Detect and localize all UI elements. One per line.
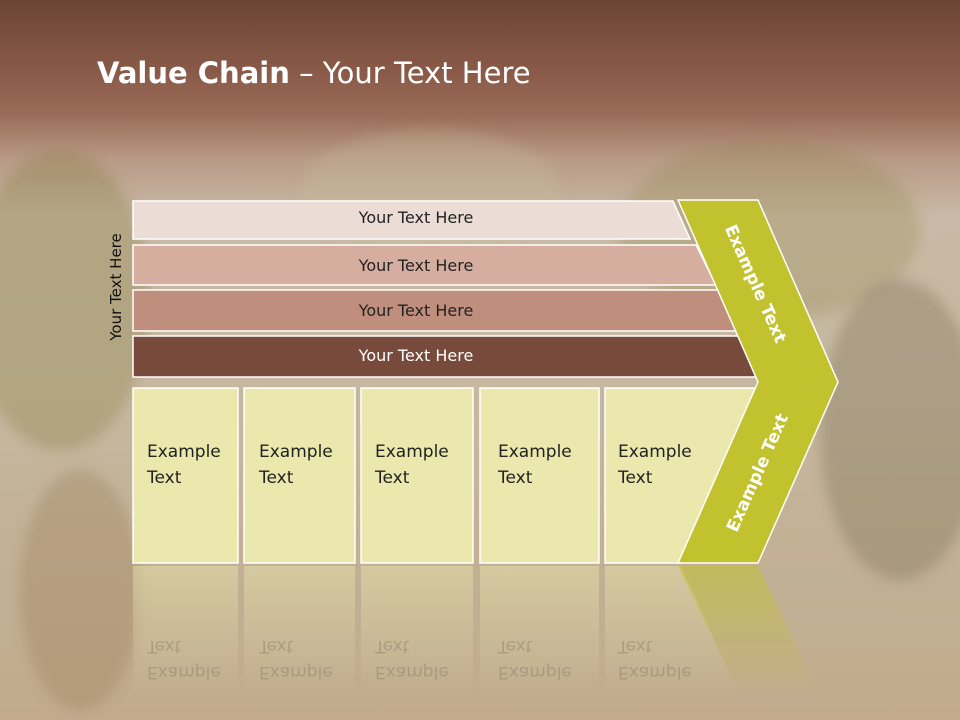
band-4-label: Your Text Here bbox=[358, 346, 474, 365]
box-reflection bbox=[361, 566, 473, 696]
reflection-line1: Example bbox=[375, 662, 449, 682]
reflection-line1: Example bbox=[618, 662, 692, 682]
slide-title: Value Chain – Your Text Here bbox=[97, 56, 531, 90]
box-1-line1: Example bbox=[147, 442, 221, 462]
foliage-bg bbox=[0, 150, 150, 450]
reflection-line2: Text bbox=[259, 636, 294, 656]
reflection-line2: Text bbox=[375, 636, 410, 656]
box-1 bbox=[132, 387, 239, 564]
box-4 bbox=[479, 387, 600, 564]
box-4-line2: Text bbox=[498, 468, 533, 488]
box-4-reflection-text: Example Text bbox=[498, 633, 572, 685]
band-2-label: Your Text Here bbox=[358, 256, 474, 275]
reflection-line1: Example bbox=[147, 662, 221, 682]
box-reflection bbox=[605, 566, 740, 696]
box-3-line1: Example bbox=[375, 442, 449, 462]
box-5-reflection-text: Example Text bbox=[618, 633, 692, 685]
box-4-line1: Example bbox=[498, 442, 572, 462]
box-reflection bbox=[244, 566, 355, 696]
box-3 bbox=[360, 387, 474, 564]
box-5-line2: Text bbox=[618, 468, 653, 488]
box-3-line2: Text bbox=[375, 468, 410, 488]
box-5-line1: Example bbox=[618, 442, 692, 462]
reflection-line2: Text bbox=[618, 636, 653, 656]
reflection-line1: Example bbox=[259, 662, 333, 682]
box-reflection bbox=[480, 566, 599, 696]
band-1 bbox=[132, 200, 692, 240]
chevron-reflection bbox=[678, 566, 820, 696]
box-2-line2: Text bbox=[259, 468, 294, 488]
foliage-bg bbox=[820, 280, 960, 580]
band-1-label: Your Text Here bbox=[358, 208, 474, 227]
box-2-reflection-text: Example Text bbox=[259, 633, 333, 685]
box-reflection bbox=[133, 566, 238, 696]
box-2-line1: Example bbox=[259, 442, 333, 462]
reflection-line1: Example bbox=[498, 662, 572, 682]
chevron bbox=[676, 199, 839, 564]
reflection-line2: Text bbox=[498, 636, 533, 656]
box-1-line2: Text bbox=[147, 468, 182, 488]
foliage-bg bbox=[20, 470, 140, 710]
box-2 bbox=[243, 387, 356, 564]
reflection-line2: Text bbox=[147, 636, 182, 656]
title-rest: – Your Text Here bbox=[289, 56, 531, 90]
box-1-reflection-text: Example Text bbox=[147, 633, 221, 685]
box-3-reflection-text: Example Text bbox=[375, 633, 449, 685]
title-bold: Value Chain bbox=[97, 56, 290, 90]
band-3-label: Your Text Here bbox=[358, 301, 474, 320]
